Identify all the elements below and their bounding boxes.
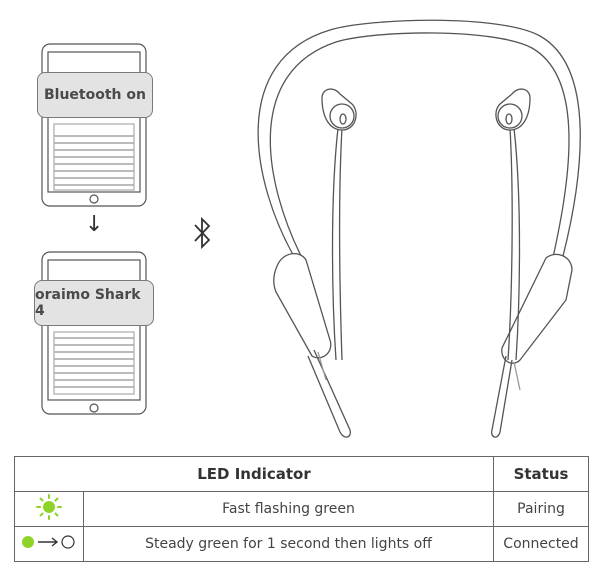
phone-2 bbox=[41, 251, 147, 415]
table-header-row: LED Indicator Status bbox=[14, 456, 589, 492]
led-status: Pairing bbox=[493, 491, 589, 527]
led-description: Steady green for 1 second then lights of… bbox=[83, 526, 494, 562]
flashing-green-led-icon bbox=[14, 491, 84, 527]
led-status: Connected bbox=[493, 526, 589, 562]
led-indicator-table: LED Indicator Status Fast flashing green… bbox=[14, 456, 589, 562]
green-to-off-led-icon bbox=[14, 526, 84, 562]
arrow-down-icon: ↓ bbox=[85, 212, 104, 237]
phone-1 bbox=[41, 43, 147, 207]
device-name-label: oraimo Shark 4 bbox=[34, 280, 154, 326]
status-header: Status bbox=[493, 456, 589, 492]
table-row: Fast flashing green Pairing bbox=[14, 491, 589, 527]
led-description: Fast flashing green bbox=[83, 491, 494, 527]
table-row: Steady green for 1 second then lights of… bbox=[14, 526, 589, 562]
neckband-headset bbox=[257, 19, 581, 438]
bluetooth-icon bbox=[194, 216, 211, 250]
bluetooth-on-label: Bluetooth on bbox=[37, 72, 153, 118]
led-indicator-header: LED Indicator bbox=[14, 456, 494, 492]
